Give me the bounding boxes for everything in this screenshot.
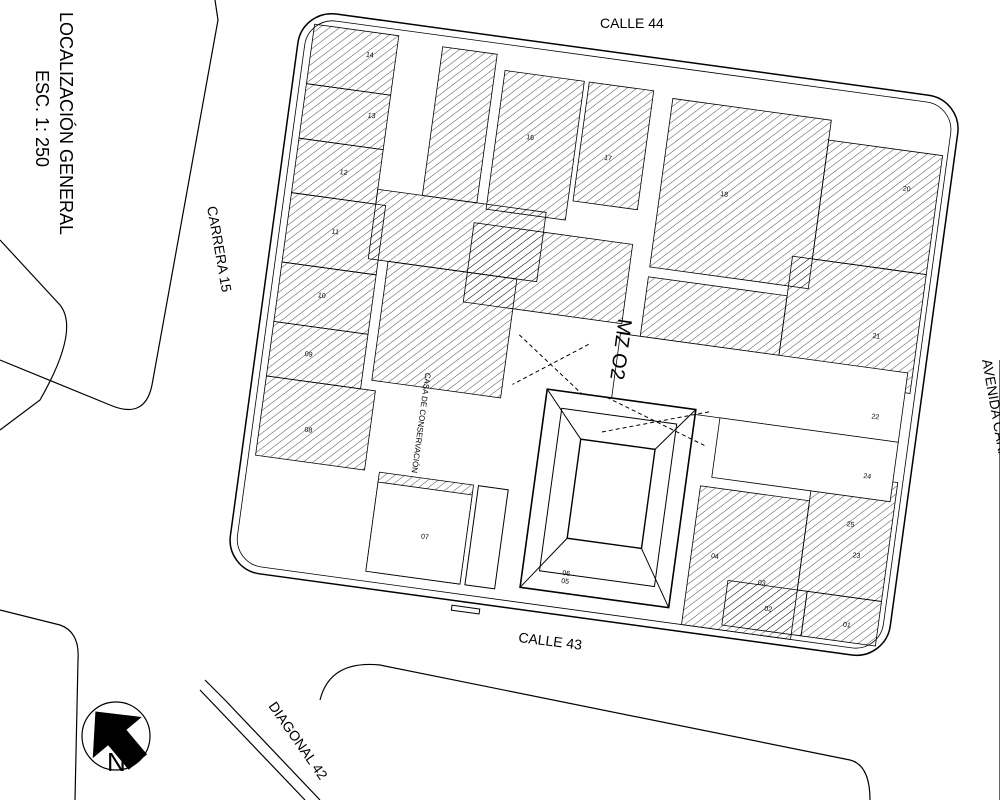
lot-parcel xyxy=(421,46,498,204)
lot-number: 21 xyxy=(872,333,881,341)
heritage-label: CASA DE CONSERVACIÓN xyxy=(410,372,433,474)
street-diagonal: DIAGONAL 42 xyxy=(266,699,332,783)
lot-number: 03 xyxy=(757,580,766,588)
lot-number: 02 xyxy=(764,606,773,614)
passage xyxy=(464,485,509,590)
lot-number: 17 xyxy=(604,155,613,163)
street-east: AVENIDA CARACAS xyxy=(979,358,1000,490)
lot-number: 12 xyxy=(339,169,348,177)
street-west: CARRERA 15 xyxy=(204,205,235,294)
lot-number: 01 xyxy=(842,622,851,630)
north-arrow-icon: N xyxy=(81,701,151,777)
title-line1: LOCALIZACIÓN GENERAL xyxy=(56,12,77,235)
block-mz-02: MZ O2 CASA DE CONSERVACIÓN 1413121110090… xyxy=(229,12,959,657)
lot-number: 18 xyxy=(720,191,729,199)
central-courtyard xyxy=(512,334,711,609)
lot-parcel xyxy=(306,23,400,96)
street-north: CALLE 44 xyxy=(600,15,664,31)
lot-number: 10 xyxy=(317,292,326,300)
lot-number: 22 xyxy=(871,413,880,421)
entrance-marker xyxy=(450,604,481,615)
lot-parcel xyxy=(572,81,655,211)
block-inner-curb xyxy=(236,20,952,649)
lot-number: 05 xyxy=(561,578,570,586)
curb-west xyxy=(0,239,68,431)
lot-parcel xyxy=(800,590,882,647)
title-scale: ESC. 1: 250 xyxy=(32,70,52,167)
street-south: CALLE 43 xyxy=(518,629,584,653)
lot-number: 07 xyxy=(421,533,430,541)
lot-number: 14 xyxy=(365,51,374,59)
lot-parcel xyxy=(485,70,585,221)
lot-number: 06 xyxy=(562,570,571,578)
curb-south-block xyxy=(319,663,871,800)
curb-southwest xyxy=(0,609,79,800)
lot-number: 25 xyxy=(846,521,855,529)
lot-parcel xyxy=(811,139,944,275)
curb-diagonal-b xyxy=(199,689,306,800)
lot-number: 04 xyxy=(711,553,720,561)
lot-parcel xyxy=(462,222,634,325)
lot-number: 24 xyxy=(863,473,872,481)
lot-number: 13 xyxy=(367,112,376,120)
lot-number: 08 xyxy=(304,427,313,435)
curb-diagonal-a xyxy=(204,679,321,800)
north-letter: N xyxy=(107,747,126,777)
lot-number: 23 xyxy=(852,552,861,560)
lot-number: 20 xyxy=(902,186,911,194)
lot-number: 16 xyxy=(526,134,535,142)
lot-number: 11 xyxy=(331,228,339,236)
open-lot xyxy=(365,481,473,585)
curb-northwest xyxy=(0,0,219,411)
lot-number: 09 xyxy=(304,351,313,359)
block-outer-curb xyxy=(229,12,959,657)
open-lot xyxy=(711,417,899,503)
lot-parcel xyxy=(255,375,376,471)
